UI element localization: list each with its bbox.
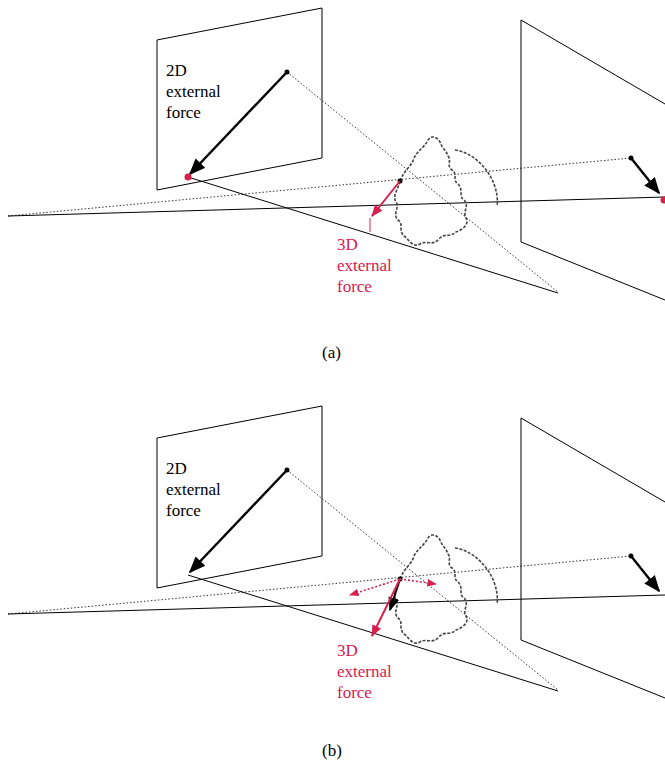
force-label: 3D external force	[337, 234, 407, 297]
force-label: 3D external force	[337, 640, 407, 703]
force-label: 2D external force	[166, 60, 236, 123]
panel-a	[8, 8, 665, 300]
panel-b	[8, 406, 665, 698]
panel-caption: (a)	[322, 342, 362, 363]
force-label: 2D external force	[166, 458, 236, 521]
panel-caption: (b)	[322, 740, 362, 761]
